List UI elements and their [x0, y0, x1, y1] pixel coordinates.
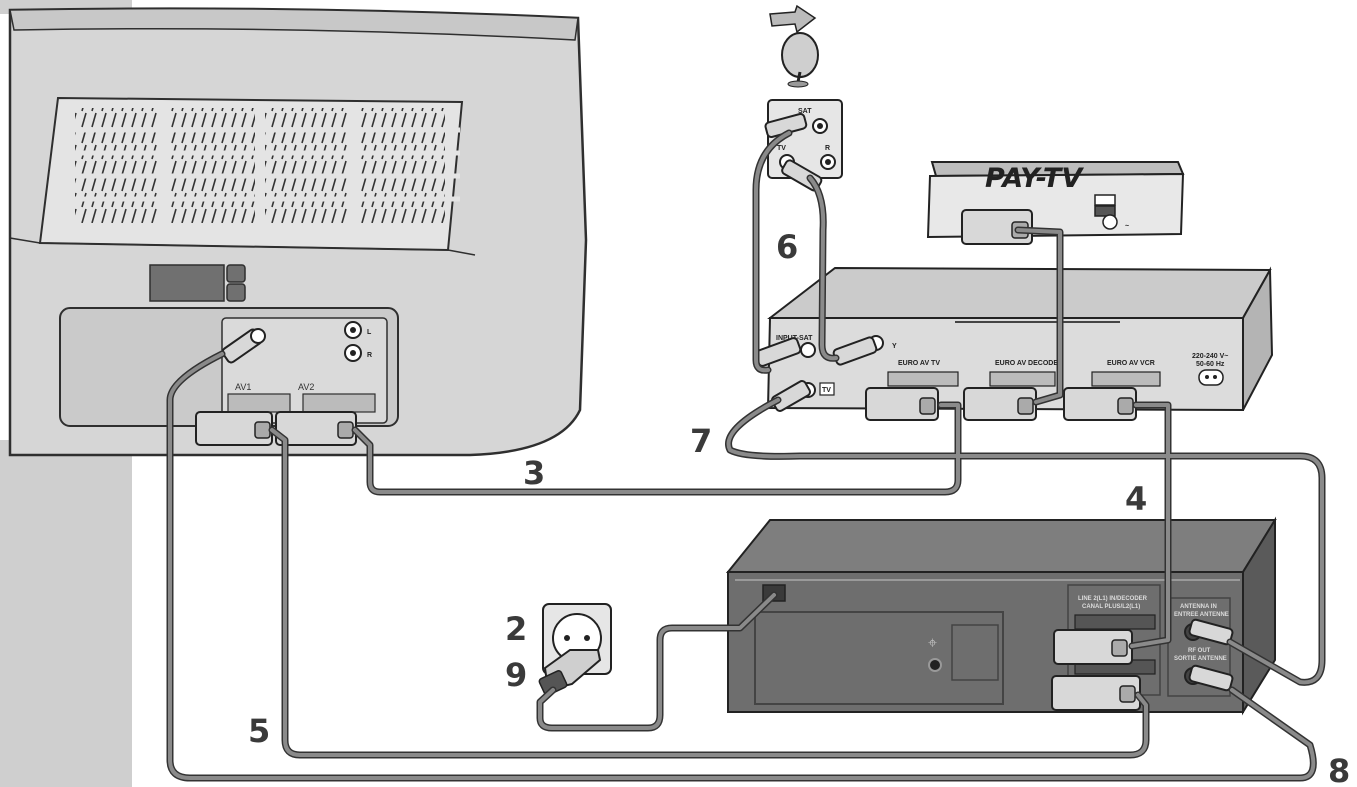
- vcr-antenna-in-label-2: ENTREE ANTENNE: [1174, 612, 1229, 618]
- tv-antenna-plug: [221, 328, 266, 364]
- tv-socket-r-label: R: [367, 352, 372, 359]
- receiver-antenna-icon: Y: [892, 343, 897, 350]
- tv-av1-label: AV1: [235, 382, 251, 392]
- audio-sockets: L R: [344, 321, 372, 362]
- step-labels: 2 3 4 5 6 7 8 9: [248, 228, 1350, 787]
- ventilation-grille: [60, 108, 460, 223]
- step-label-6: 6: [776, 228, 798, 266]
- vcr-satellite-icon: ⌖: [928, 633, 937, 652]
- receiver-euro-av-vcr-label: EURO AV VCR: [1107, 360, 1155, 367]
- vcr-rf-out-label-1: RF OUT: [1188, 648, 1211, 654]
- paytv-title: PAY-TV: [985, 163, 1084, 194]
- step-label-4: 4: [1125, 480, 1147, 518]
- mains-wall-outlet: [538, 603, 612, 696]
- vcr-scart-plugs: [1051, 629, 1141, 711]
- receiver-scart-plugs: [865, 387, 1137, 421]
- satellite-dish-icon: [769, 4, 819, 88]
- satellite-receiver: INPUT-SAT Y TV EURO AV TV EURO AV DECODE…: [754, 266, 1274, 421]
- tv-socket-l-label: L: [367, 329, 372, 336]
- vcr-line2-label-2: CANAL PLUS/L2(L1): [1082, 604, 1140, 610]
- tv-av2-label: AV2: [298, 382, 314, 392]
- vcr-antenna-in-label-1: ANTENNA IN: [1180, 604, 1217, 610]
- cables: [166, 129, 1326, 782]
- step-label-3: 3: [523, 454, 545, 492]
- receiver-tv-out-label: TV: [822, 387, 831, 394]
- tv-scart-plug-av1: [195, 411, 273, 446]
- vcr-line2-label-1: LINE 2(L1) IN/DECODER: [1078, 596, 1148, 602]
- receiver-euro-av-decoder-label: EURO AV DECODER: [995, 360, 1063, 367]
- step-label-5: 5: [248, 712, 270, 750]
- receiver-euro-av-tv-label: EURO AV TV: [898, 360, 940, 367]
- receiver-power-line1: 220-240 V~: [1192, 353, 1228, 360]
- step-label-8: 8: [1328, 752, 1350, 787]
- wall-sat-label: SAT: [798, 108, 812, 115]
- television-rear: L R Y AV1 AV2: [8, 7, 588, 457]
- paytv-mains-symbol: ~: [1125, 223, 1129, 230]
- paytv-decoder: PAY-TV ~: [926, 161, 1185, 245]
- wall-r-label: R: [825, 145, 830, 152]
- wall-tv-label: TV: [777, 145, 786, 152]
- wall-antenna-socket: SAT TV R: [764, 99, 843, 192]
- step-label-9: 9: [505, 656, 527, 694]
- step-label-2: 2: [505, 610, 527, 648]
- vcr-rf-out-label-2: SORTIE ANTENNE: [1174, 656, 1227, 662]
- step-label-7: 7: [690, 422, 712, 460]
- video-recorder: ⌖ LINE 2(L1) IN/DECODER CANAL PLUS/L2(L1…: [725, 516, 1277, 716]
- receiver-power-line2: 50-60 Hz: [1196, 361, 1225, 368]
